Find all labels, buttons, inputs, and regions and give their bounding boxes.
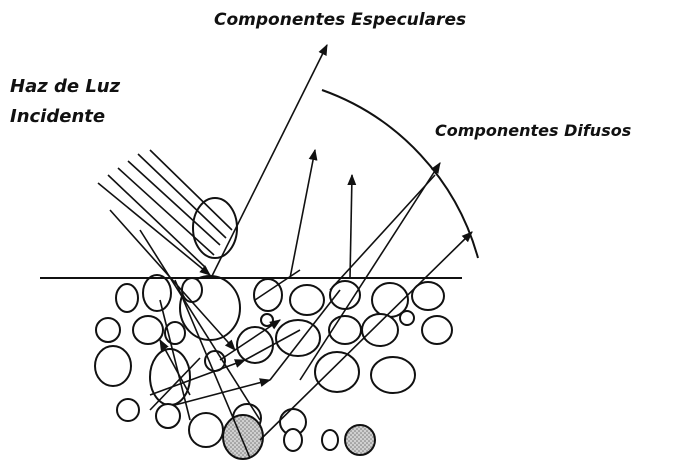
scattered-ray (149, 357, 201, 411)
particle (361, 313, 399, 347)
scattered-ray (219, 319, 281, 361)
particle (181, 277, 203, 303)
internal-ray (174, 279, 251, 459)
particle-layer (94, 197, 453, 460)
scattered-ray (244, 329, 301, 361)
particle (115, 283, 139, 313)
particle (289, 284, 325, 316)
incident-beam-label-line1: Haz de Luz (10, 76, 121, 97)
incident-ray (127, 160, 221, 246)
diffuse-ray (329, 174, 436, 291)
particle (314, 351, 360, 393)
incident-ray (97, 182, 211, 276)
particle (399, 310, 415, 326)
particle (132, 315, 164, 345)
particle (370, 356, 416, 394)
scattered-ray (149, 359, 247, 396)
particle (321, 429, 339, 451)
diffuse-components-label: Componentes Difusos (435, 121, 631, 140)
particle (260, 313, 274, 327)
particle (155, 403, 181, 429)
particle (253, 278, 283, 312)
diffuse-ray (259, 231, 473, 441)
particle (95, 317, 121, 343)
particle (188, 412, 224, 448)
particle (116, 398, 140, 422)
diffuse-ray (347, 173, 357, 279)
particle (142, 274, 172, 312)
incident-ray (137, 153, 227, 239)
particle (411, 281, 445, 311)
diffuse-ray (254, 269, 301, 301)
scattered-ray (174, 378, 272, 406)
specular-components-label: Componentes Especulares (214, 10, 466, 30)
shaded-particle (344, 424, 376, 456)
particle (328, 315, 362, 345)
specular-ray (211, 43, 328, 277)
shaded-particle (222, 414, 264, 460)
diffuse-ray (299, 162, 441, 381)
scattered-ray (159, 339, 191, 396)
scattered-ray (269, 289, 341, 381)
incident-ray (149, 149, 233, 231)
particle (421, 315, 453, 345)
ray-layer (97, 43, 473, 459)
diffuse-angle-arc (321, 89, 479, 259)
particle (283, 428, 303, 452)
internal-ray (159, 299, 191, 421)
incident-beam-label-line2: Incidente (10, 106, 105, 127)
incident-ray (117, 167, 215, 256)
diffuse-ray (289, 148, 318, 279)
particle (94, 345, 132, 387)
incident-ray (107, 174, 207, 269)
